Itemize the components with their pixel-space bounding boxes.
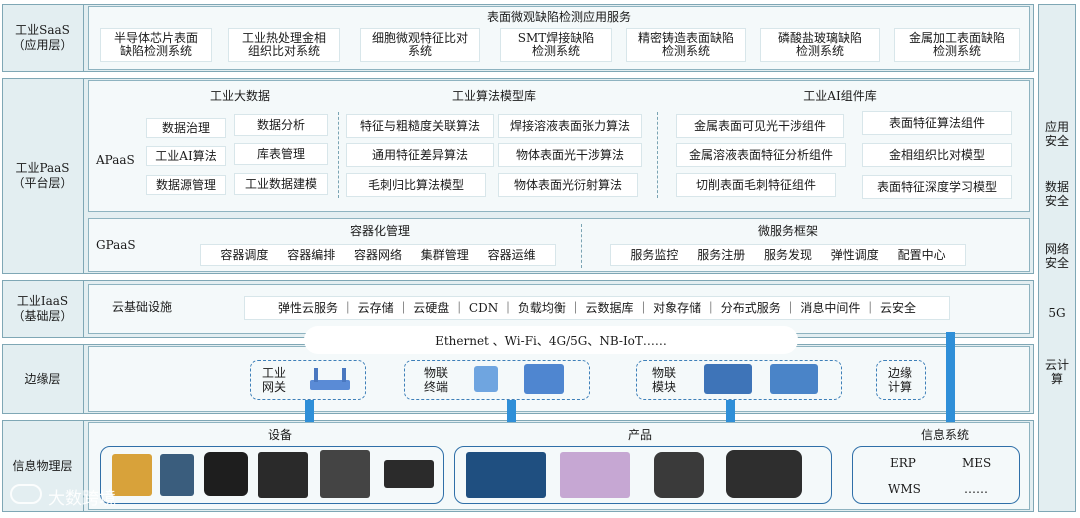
gateway-device-icon [310, 368, 350, 390]
security-cloud: 云计 算 [1044, 358, 1069, 386]
gpaas-divider [581, 224, 582, 268]
info-system-wms: WMS [888, 482, 921, 496]
compute-label: 边缘 计算 [888, 366, 913, 394]
bigdata-item-3: 工业AI算法 [146, 146, 226, 166]
edge-layer-label: 边缘层 [2, 344, 84, 414]
iaas-layer-label: 工业IaaS （基础层） [2, 280, 84, 338]
security-data: 数据 安全 [1044, 180, 1069, 208]
algo-item-6: 物体表面光衍射算法 [498, 173, 638, 197]
lens-icon [654, 452, 704, 498]
engine-icon [726, 450, 802, 498]
security-column [1038, 4, 1076, 512]
bigdata-item-5: 数据源管理 [146, 175, 226, 195]
container-item-5: 容器运维 [487, 247, 536, 262]
info-box [852, 446, 1020, 504]
compute-group [876, 360, 926, 400]
module-board-icon-1 [704, 364, 752, 394]
iaas-label: 云基础设施 [112, 300, 173, 314]
algo-item-3: 通用特征差异算法 [346, 143, 494, 167]
saas-app-5: 精密铸造表面缺陷 检测系统 [626, 28, 746, 62]
security-app: 应用 安全 [1044, 120, 1069, 148]
terminal-device-icon [474, 366, 498, 392]
saas-app-6: 磷酸盐玻璃缺陷 检测系统 [760, 28, 880, 62]
ai-title: 工业AI组件库 [803, 89, 877, 103]
gateway-group [250, 360, 366, 400]
network-pill: Ethernet 、Wi-Fi、4G/5G、NB-IoT…… [304, 326, 798, 354]
saas-app-4: SMT焊接缺陷 检测系统 [500, 28, 612, 62]
module-board-icon-2 [770, 364, 818, 394]
container-item-2: 容器编排 [287, 247, 336, 262]
terminal-box-icon [524, 364, 564, 394]
module-label: 物联 模块 [652, 366, 677, 394]
security-network: 网络 安全 [1044, 242, 1069, 270]
ai-item-1: 金属表面可见光干涉组件 [676, 114, 844, 138]
algo-item-5: 毛刺归比算法模型 [346, 173, 486, 197]
micro-item-2: 服务注册 [697, 247, 746, 262]
container-item-4: 集群管理 [420, 247, 469, 262]
camera-icon [204, 452, 248, 496]
info-system-erp: ERP [890, 456, 916, 470]
gpaas-label: GPaaS [96, 238, 136, 252]
container-items: 容器调度 容器编排 容器网络 集群管理 容器运维 [200, 244, 556, 266]
physical-layer-label: 信息物理层 [2, 420, 84, 512]
bigdata-item-6: 工业数据建模 [234, 173, 328, 195]
controller-icon [160, 454, 194, 496]
chip-icon [466, 452, 546, 498]
apaas-label: APaaS [96, 153, 135, 167]
product-title: 产品 [627, 428, 652, 442]
micro-item-5: 配置中心 [897, 247, 946, 262]
saas-app-3: 细胞微观特征比对 系统 [360, 28, 480, 62]
info-title: 信息系统 [920, 428, 969, 442]
ai-item-3: 金属溶液表面特征分析组件 [676, 143, 846, 167]
paas-layer-label: 工业PaaS （平台层） [2, 78, 84, 274]
algo-item-4: 物体表面光干涉算法 [498, 143, 642, 167]
industrial-camera-icon [258, 452, 308, 498]
bigdata-item-2: 数据分析 [234, 114, 328, 136]
gateway-label: 工业 网关 [262, 366, 287, 394]
motor-icon [320, 450, 370, 498]
apaas-divider-2 [657, 112, 658, 198]
container-item-1: 容器调度 [220, 247, 269, 262]
algo-title: 工业算法模型库 [451, 89, 536, 103]
info-system-more: …… [964, 482, 988, 496]
watermark-text: 大数跨境 [48, 489, 116, 509]
saas-layer-label: 工业SaaS （应用层） [2, 4, 84, 72]
micro-title: 微服务框架 [757, 224, 818, 238]
container-item-3: 容器网络 [353, 247, 402, 262]
terminal-group [404, 360, 590, 400]
ai-item-4: 金相组织比对模型 [862, 143, 1012, 167]
micro-item-1: 服务监控 [630, 247, 679, 262]
ai-item-6: 表面特征深度学习模型 [862, 175, 1012, 199]
apaas-divider-1 [338, 112, 339, 198]
micro-item-3: 服务发现 [763, 247, 812, 262]
connector-gateway [305, 400, 314, 426]
saas-app-2: 工业热处理金相 组织比对系统 [228, 28, 340, 62]
security-5g: 5G [1048, 306, 1066, 320]
ai-item-2: 表面特征算法组件 [862, 111, 1012, 135]
saas-title: 表面微观缺陷检测应用服务 [486, 10, 631, 24]
industrial-pc-icon [384, 460, 434, 488]
iaas-items: 弹性云服务 ｜ 云存储 ｜ 云硬盘 ｜ CDN ｜ 负载均衡 ｜ 云数据库 ｜ … [244, 296, 950, 320]
ai-item-5: 切削表面毛刺特征组件 [676, 173, 836, 197]
bigdata-title: 工业大数据 [209, 89, 270, 103]
bigdata-item-4: 库表管理 [234, 143, 328, 165]
cell-icon [560, 452, 630, 498]
info-system-mes: MES [962, 456, 992, 470]
algo-item-2: 焊接溶液表面张力算法 [498, 114, 642, 138]
connector-module [726, 400, 735, 426]
micro-item-4: 弹性调度 [830, 247, 879, 262]
connector-terminal [507, 400, 516, 426]
terminal-label: 物联 终端 [424, 366, 449, 394]
module-group [636, 360, 842, 400]
saas-app-7: 金属加工表面缺陷 检测系统 [894, 28, 1020, 62]
saas-app-1: 半导体芯片表面 缺陷检测系统 [100, 28, 212, 62]
robot-arm-icon [112, 454, 152, 496]
micro-items: 服务监控 服务注册 服务发现 弹性调度 配置中心 [610, 244, 966, 266]
container-title: 容器化管理 [349, 224, 410, 238]
algo-item-1: 特征与粗糙度关联算法 [346, 114, 494, 138]
equipment-title: 设备 [267, 428, 292, 442]
bigdata-item-1: 数据治理 [146, 118, 226, 138]
connector-info [946, 332, 955, 426]
watermark-logo-icon [10, 484, 42, 504]
